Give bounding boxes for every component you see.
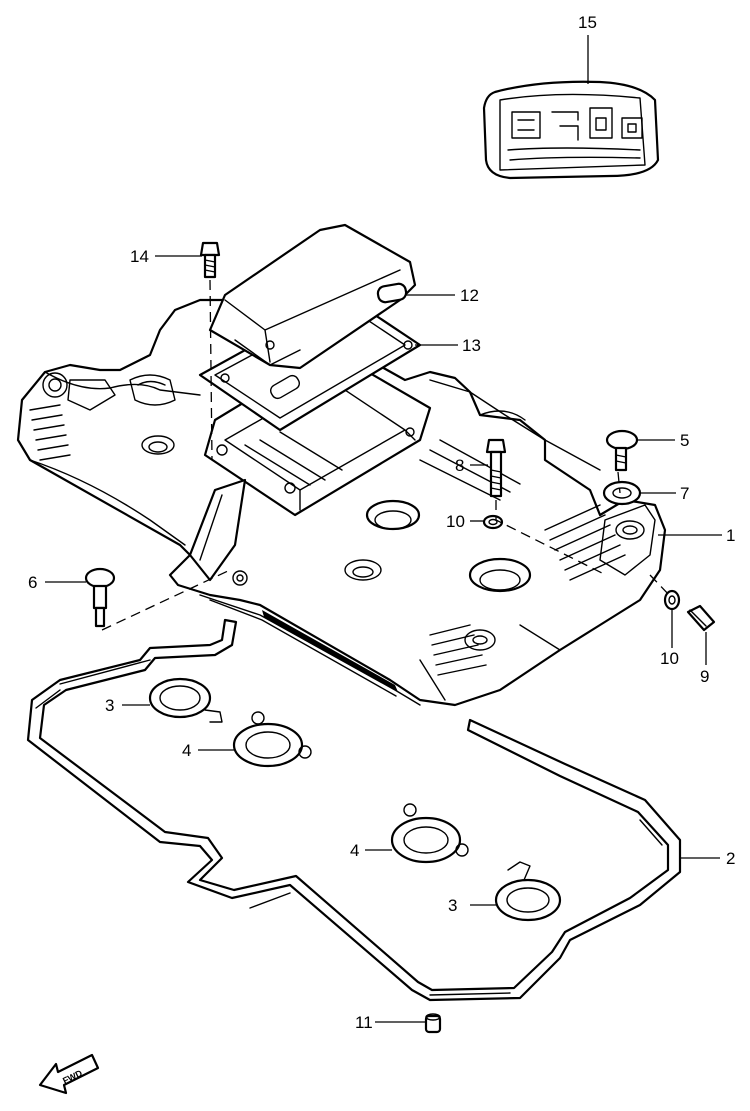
part-5-bolt[interactable]: [605, 429, 639, 472]
callout-7: 7: [680, 484, 689, 503]
callout-10-b: 10: [660, 649, 679, 668]
callout-4-b: 4: [350, 841, 359, 860]
part-6-bolt[interactable]: [84, 567, 116, 628]
callout-4-a: 4: [182, 741, 191, 760]
callout-12: 12: [460, 286, 479, 305]
front-direction-arrow: FWD: [38, 1053, 100, 1095]
callout-9: 9: [700, 667, 709, 686]
part-3-plug-gasket-b[interactable]: [494, 861, 562, 922]
assembly-lines: [101, 279, 673, 631]
part-4-plug-gasket-b[interactable]: [390, 803, 469, 864]
part-12-breather-cover[interactable]: [208, 223, 417, 370]
callout-3-a: 3: [105, 696, 114, 715]
part-10-washer-b[interactable]: [663, 589, 681, 611]
part-2-cover-gasket[interactable]: [26, 618, 682, 1002]
leader-lines: [45, 35, 722, 1023]
part-9-bolt[interactable]: [686, 604, 716, 632]
part-3-plug-gasket-a[interactable]: [148, 677, 223, 723]
callout-2: 2: [726, 849, 735, 868]
callout-13: 13: [462, 336, 481, 355]
callout-5: 5: [680, 431, 689, 450]
part-10-washer-a[interactable]: [482, 514, 504, 530]
callout-labels: 15 14 12 13 5 8 7 10 1 6 10 9 3 4 4 2 3 …: [28, 13, 735, 1032]
callout-15: 15: [578, 13, 597, 32]
part-1-cylinder-head-cover[interactable]: [16, 298, 667, 707]
callout-3-b: 3: [448, 896, 457, 915]
part-11-dowel[interactable]: [424, 1013, 442, 1034]
part-8-bolt[interactable]: [485, 438, 507, 498]
callout-1: 1: [726, 526, 735, 545]
part-7-grommet[interactable]: [602, 480, 642, 506]
callout-10-a: 10: [446, 512, 465, 531]
part-15-decal[interactable]: [482, 80, 660, 180]
part-4-plug-gasket-a[interactable]: [232, 711, 312, 768]
callout-11: 11: [355, 1013, 373, 1032]
callout-6: 6: [28, 573, 37, 592]
callout-8: 8: [455, 456, 464, 475]
part-14-bolt[interactable]: [199, 241, 221, 279]
callout-14: 14: [130, 247, 149, 266]
